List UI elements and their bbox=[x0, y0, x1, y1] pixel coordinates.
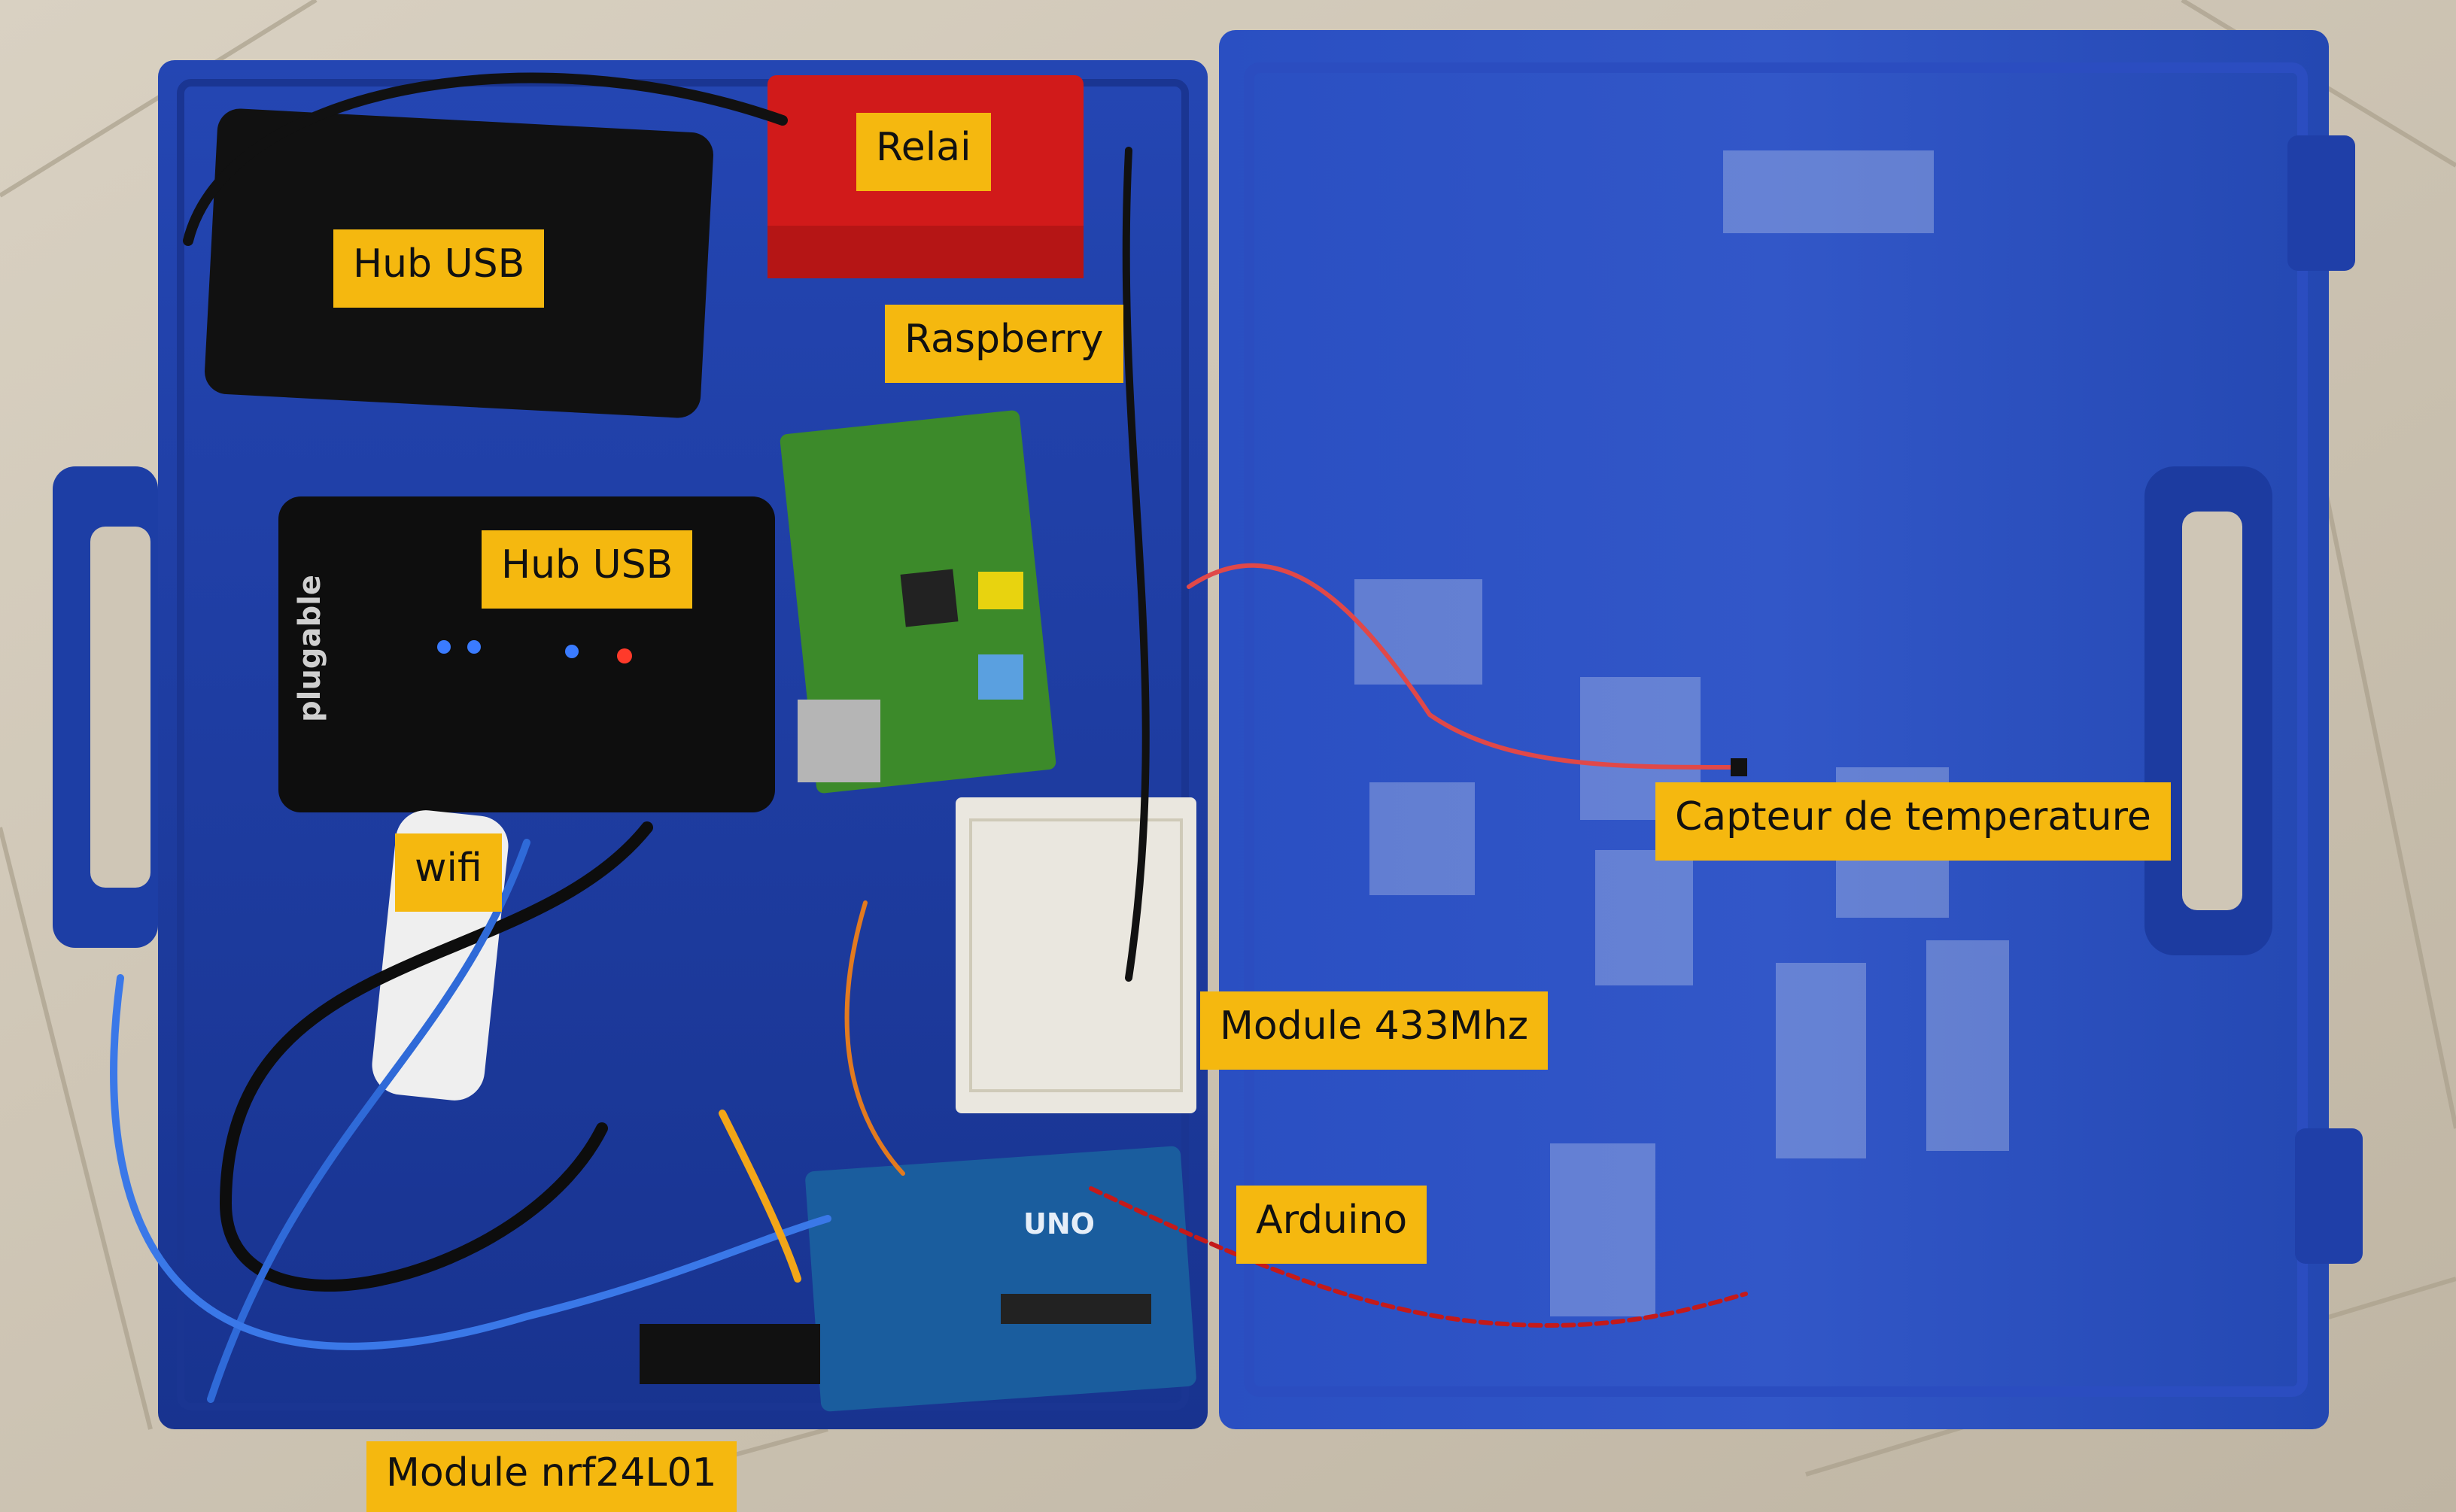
label-raspberry: Raspberry bbox=[885, 305, 1123, 383]
label-wifi: wifi bbox=[395, 833, 502, 912]
label-hub-usb-bottom: Hub USB bbox=[482, 530, 693, 609]
raspberry-pi-board bbox=[780, 410, 1056, 794]
label-arduino: Arduino bbox=[1236, 1186, 1427, 1264]
temperature-sensor bbox=[1731, 758, 1747, 776]
label-relai: Relai bbox=[856, 113, 991, 191]
label-hub-usb-top: Hub USB bbox=[333, 229, 545, 308]
label-capteur: Capteur de temperature bbox=[1655, 782, 2171, 861]
label-module-433: Module 433Mhz bbox=[1200, 991, 1548, 1070]
plugable-brand-text: plugable bbox=[293, 575, 327, 722]
cables bbox=[110, 72, 1748, 1403]
label-module-nrf: Module nrf24L01 bbox=[366, 1441, 737, 1512]
breadboard bbox=[956, 797, 1196, 1113]
arduino-board bbox=[805, 1146, 1196, 1412]
nrf24-module bbox=[640, 1324, 820, 1384]
case-lid bbox=[1219, 30, 2363, 1429]
arduino-uno-text: UNO bbox=[1023, 1207, 1095, 1240]
